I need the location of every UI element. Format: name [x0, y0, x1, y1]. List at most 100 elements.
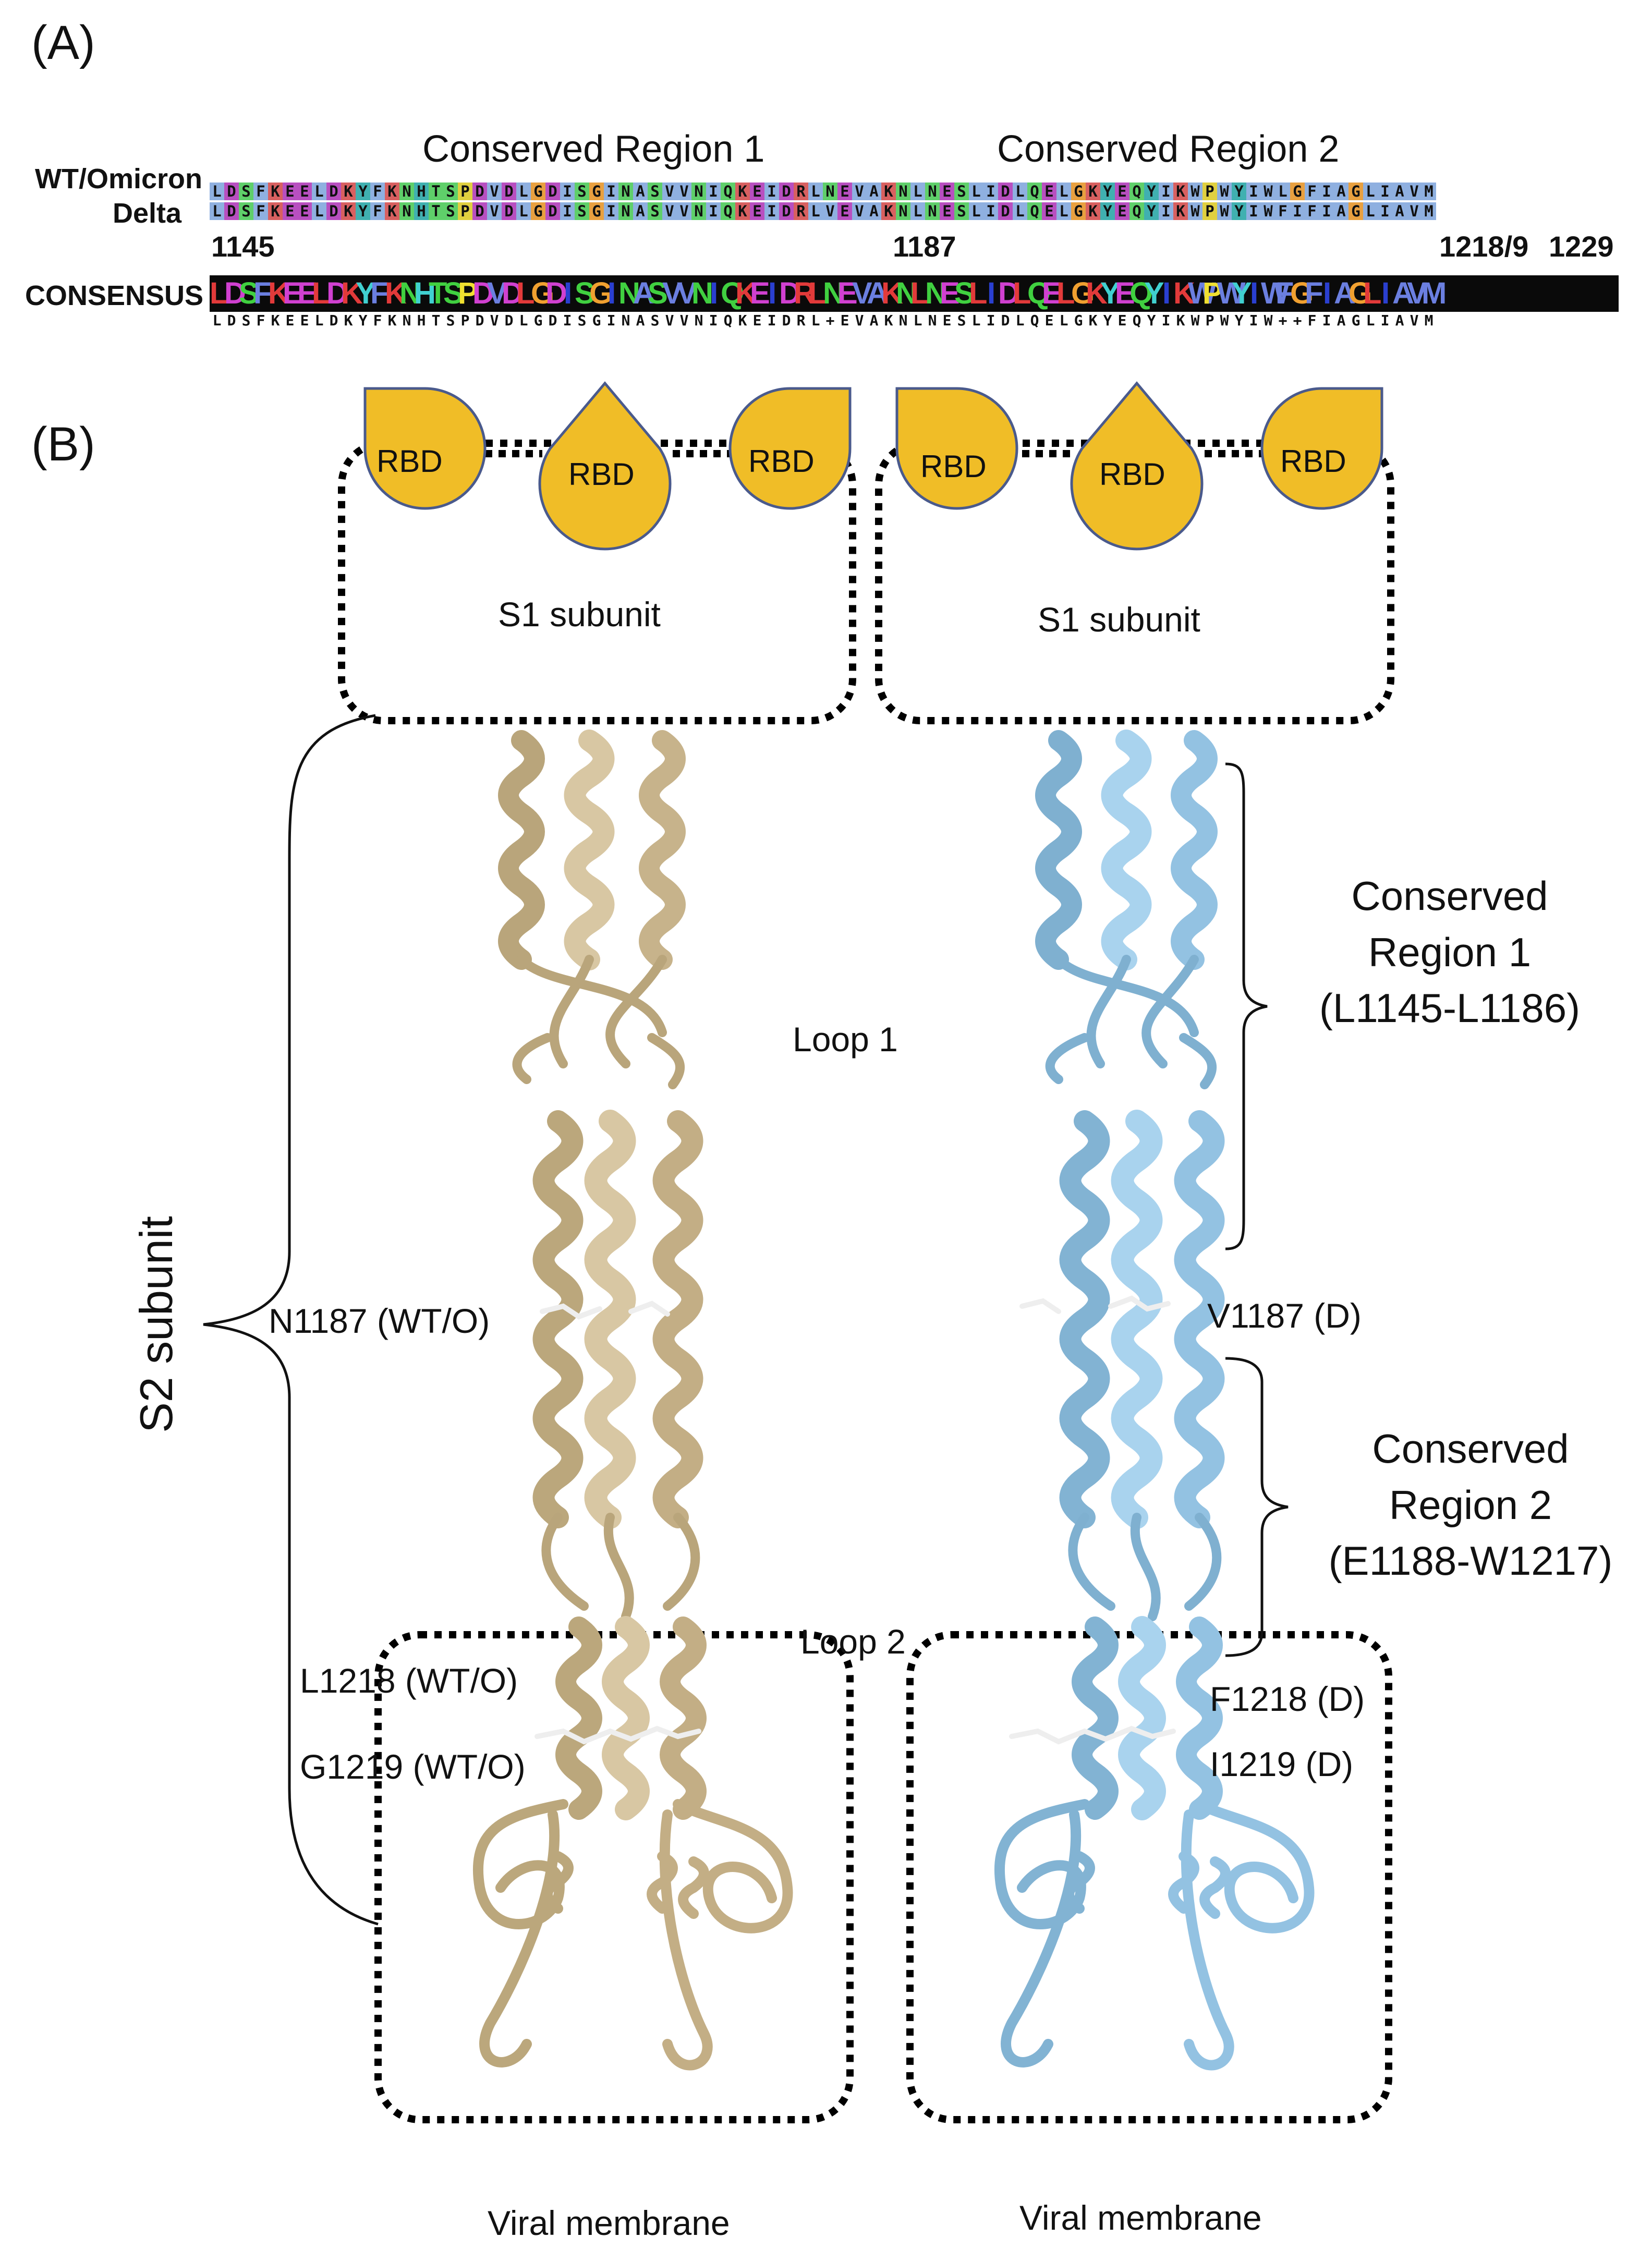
residue: L: [210, 183, 224, 200]
residue: H: [417, 312, 426, 329]
residue: D: [326, 202, 341, 220]
residue: L: [1056, 202, 1071, 220]
residue: Y: [358, 312, 368, 329]
residue: I: [983, 183, 998, 200]
residue: L: [808, 202, 823, 220]
residue: D: [504, 312, 514, 329]
residue: W: [1220, 312, 1229, 329]
rbd-shape: [1260, 387, 1383, 510]
residue: V: [677, 202, 691, 220]
residue: V: [823, 202, 837, 220]
residue: Y: [1144, 183, 1159, 200]
residue: E: [1044, 312, 1054, 329]
residue: V: [677, 183, 691, 200]
residue: D: [548, 312, 557, 329]
residue: D: [998, 202, 1013, 220]
residue: +: [825, 312, 835, 329]
residue: K: [1173, 183, 1188, 200]
residue: Q: [1129, 183, 1144, 200]
residue: I: [563, 276, 572, 310]
residue: A: [1395, 312, 1404, 329]
residue: L: [1059, 312, 1068, 329]
residue: I: [1249, 312, 1258, 329]
residue: K: [387, 312, 397, 329]
rbd-label: RBD: [1099, 457, 1165, 492]
residue: L: [1363, 202, 1378, 220]
residue: Q: [1027, 183, 1042, 200]
residue: Q: [1132, 312, 1141, 329]
cr2-bracket: [1225, 1357, 1289, 1657]
residue: S: [648, 183, 662, 200]
residue: E: [297, 202, 312, 220]
residue: G: [589, 202, 604, 220]
residue: G: [1074, 312, 1083, 329]
residue: N: [896, 183, 910, 200]
residue: A: [633, 202, 648, 220]
residue: L: [1013, 202, 1027, 220]
residue: D: [472, 183, 487, 200]
residue: I: [1381, 276, 1390, 310]
panel-b-letter: (B): [31, 418, 95, 471]
residue: Q: [721, 183, 735, 200]
residue: S: [575, 183, 589, 200]
residue: +: [1278, 312, 1287, 329]
residue: E: [940, 202, 954, 220]
residue: Q: [721, 202, 735, 220]
residue: K: [1086, 202, 1100, 220]
residue: W: [1261, 202, 1276, 220]
residue: V: [1407, 183, 1422, 200]
panel-a-letter: (A): [31, 16, 95, 69]
residue: I: [983, 202, 998, 220]
residue: I: [1378, 183, 1392, 200]
residue: W: [1217, 183, 1232, 200]
residue: P: [458, 202, 472, 220]
residue: M: [1424, 312, 1434, 329]
residue: D: [782, 312, 791, 329]
position-1187: 1187: [893, 230, 956, 263]
residue: S: [443, 202, 458, 220]
residue: L: [913, 312, 922, 329]
rbd-label: RBD: [1280, 444, 1346, 479]
residue: N: [618, 202, 633, 220]
residue: D: [1001, 312, 1010, 329]
residue: Q: [1027, 202, 1042, 220]
residue: G: [1351, 312, 1361, 329]
residue: N: [898, 312, 908, 329]
cr1-line2: Region 1: [1368, 929, 1532, 975]
residue: Y: [1234, 312, 1244, 329]
wt-omicron-structure: [472, 730, 793, 2071]
residue: S: [443, 183, 458, 200]
membrane-label-left: Viral membrane: [488, 2204, 730, 2242]
residue: A: [1392, 202, 1407, 220]
residue: I: [764, 202, 779, 220]
residue: R: [794, 202, 808, 220]
rbd-shape: [728, 387, 852, 510]
residue: W: [1261, 183, 1276, 200]
residue: I: [1246, 202, 1261, 220]
residue: F: [256, 312, 265, 329]
residue: K: [738, 312, 747, 329]
residue: I: [606, 312, 616, 329]
residue: L: [212, 312, 222, 329]
v1187-label: V1187 (D): [1207, 1296, 1362, 1335]
residue: I: [604, 202, 618, 220]
residue: I: [767, 312, 776, 329]
residue: I: [1159, 202, 1173, 220]
residue: V: [662, 202, 677, 220]
residue: W: [1264, 312, 1273, 329]
residue: A: [1337, 312, 1346, 329]
residue: W: [1191, 312, 1200, 329]
i1219-label: I1219 (D): [1210, 1745, 1354, 1783]
residue: D: [779, 202, 794, 220]
residue: S: [957, 312, 966, 329]
residue: I: [1162, 276, 1171, 310]
residue: E: [837, 202, 852, 220]
residue: A: [1334, 183, 1349, 200]
residue: E: [1042, 183, 1056, 200]
cr1-line3: (L1145-L1186): [1319, 985, 1581, 1031]
residue: E: [837, 183, 852, 200]
